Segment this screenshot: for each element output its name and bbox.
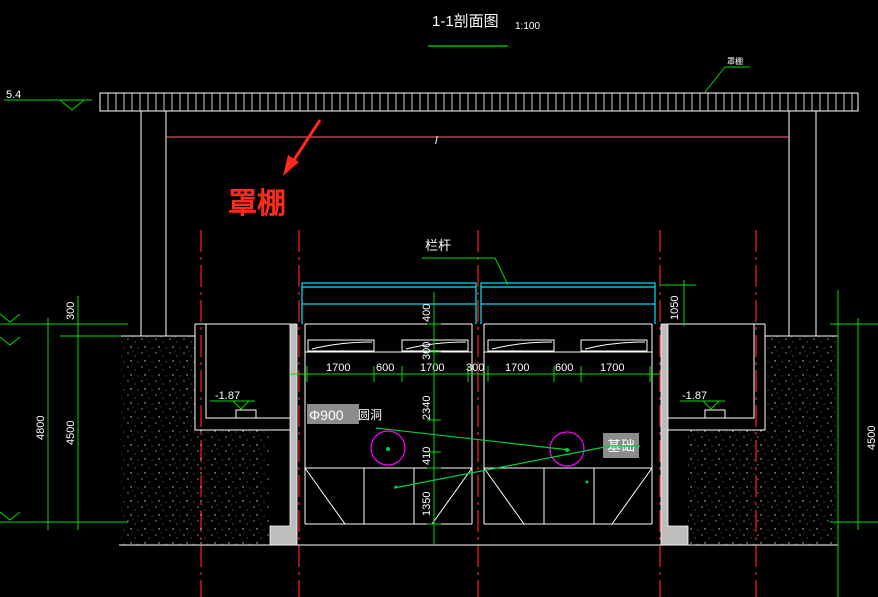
dim-horizontal-4: 300 bbox=[466, 362, 484, 374]
leader-dots bbox=[386, 447, 589, 489]
dim-horizontal-7: 1700 bbox=[600, 362, 624, 374]
pit-right-elevation: -1.87 bbox=[682, 390, 707, 402]
drawing-scale: 1:100 bbox=[515, 21, 540, 32]
railing bbox=[301, 282, 656, 324]
dim-300-top: 300 bbox=[65, 302, 77, 320]
axis-lines bbox=[200, 230, 757, 597]
elevation-top-marker bbox=[4, 99, 92, 111]
right-dimensions bbox=[830, 290, 878, 597]
dim-4800: 4800 bbox=[35, 416, 47, 440]
canopy-roof bbox=[99, 92, 859, 112]
leader-lines bbox=[375, 427, 640, 489]
canopy-column-left bbox=[140, 110, 167, 337]
right-pit bbox=[668, 323, 766, 431]
dim-400: 400 bbox=[421, 304, 433, 322]
annotation-canopy: 罩棚 bbox=[228, 186, 286, 220]
left-dimensions bbox=[0, 296, 128, 530]
dim-1350: 1350 bbox=[421, 492, 433, 516]
railing-leader bbox=[422, 257, 509, 286]
soil-outline bbox=[119, 335, 838, 546]
top-slabs bbox=[307, 339, 648, 352]
canopy-label: 罩棚 bbox=[727, 56, 743, 66]
canopy-span-symbol: l bbox=[435, 135, 438, 147]
left-pit bbox=[194, 323, 290, 431]
dim-410: 410 bbox=[421, 447, 433, 465]
canopy-label-leader bbox=[704, 66, 750, 93]
drawing-title: 1-1剖面图 bbox=[432, 13, 499, 30]
annotation-arrow bbox=[283, 119, 322, 176]
dim-300-mid: 300 bbox=[421, 342, 433, 360]
pit-left-marker bbox=[210, 400, 255, 410]
canopy-column-right bbox=[788, 110, 817, 337]
dim-2340: 2340 bbox=[421, 396, 433, 420]
pipe-label: Φ900 bbox=[309, 407, 344, 423]
pipe-label-suffix: 圆洞 bbox=[358, 408, 382, 422]
pit-left-elevation: -1.87 bbox=[215, 390, 240, 402]
railing-height-dimension bbox=[660, 280, 696, 326]
dim-horizontal-1: 1700 bbox=[326, 362, 350, 374]
vertical-center-labels: 400 300 2340 410 1350 bbox=[421, 304, 433, 516]
dim-horizontal-2: 600 bbox=[376, 362, 394, 374]
railing-label: 栏杆 bbox=[425, 238, 451, 253]
dim-4500-right: 4500 bbox=[866, 426, 878, 450]
dim-horizontal-6: 600 bbox=[555, 362, 573, 374]
pit-right-marker bbox=[680, 400, 725, 410]
pipe-label-bg bbox=[307, 404, 359, 424]
vertical-center-dimension bbox=[427, 292, 441, 545]
soil-fill bbox=[121, 336, 838, 545]
dim-horizontal-5: 1700 bbox=[505, 362, 529, 374]
elevation-top-label: 5.4 bbox=[6, 89, 21, 101]
main-trench bbox=[304, 323, 653, 525]
pipe-holes bbox=[370, 430, 585, 467]
horizontal-dimensions: 1700 600 1700 300 1700 600 1700 bbox=[326, 362, 624, 374]
railing-height-label: 1050 bbox=[669, 296, 681, 320]
horizontal-dimension-line bbox=[290, 366, 660, 382]
dim-horizontal-3: 1700 bbox=[420, 362, 444, 374]
walls bbox=[269, 323, 689, 546]
dim-4500-left: 4500 bbox=[65, 421, 77, 445]
